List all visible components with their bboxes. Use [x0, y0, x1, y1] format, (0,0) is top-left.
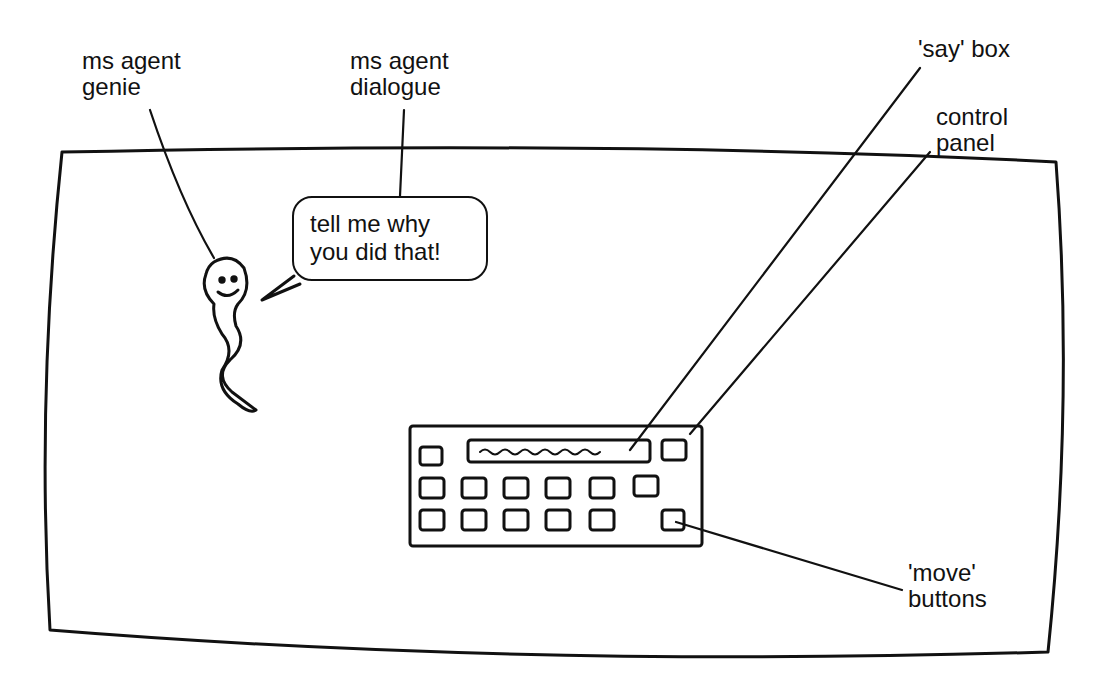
callout-label: 'move' buttons: [908, 560, 1028, 613]
callout-label: 'say' box: [918, 36, 1068, 62]
callout-label: ms agent dialogue: [350, 48, 470, 101]
control-panel: [410, 426, 702, 546]
screen-outline: [45, 148, 1063, 657]
callout-label: control panel: [936, 104, 1056, 157]
bubble-text: tell me why you did that!: [310, 210, 470, 265]
genie-figure: [204, 258, 256, 411]
callout-label: ms agent genie: [82, 48, 202, 101]
bubble-tail: [262, 276, 300, 300]
speech-bubble: tell me why you did that!: [292, 196, 488, 281]
leader-lines: [150, 68, 930, 590]
